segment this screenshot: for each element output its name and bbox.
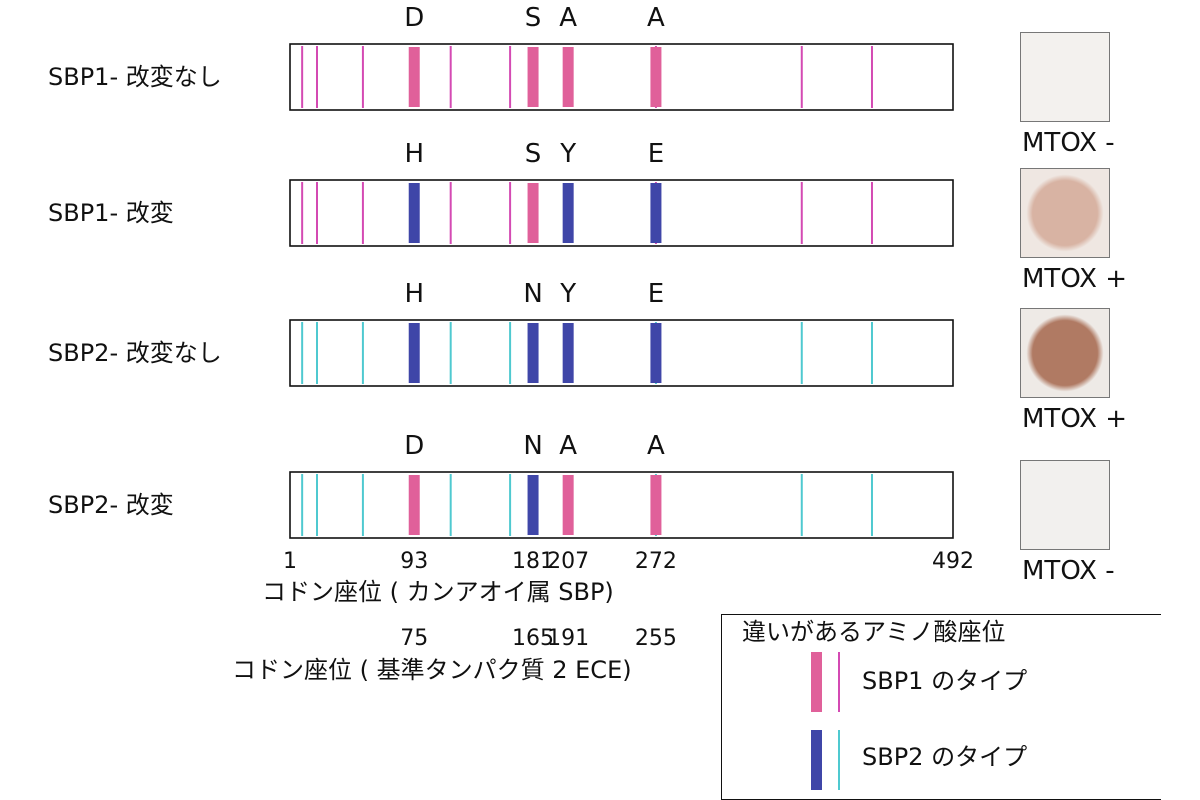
key-site-1-2 <box>527 47 539 107</box>
assay-image-3 <box>1020 308 1110 398</box>
legend-title: 違いがあるアミノ酸座位 <box>742 618 1006 646</box>
residue-letter-4-4: A <box>647 431 665 461</box>
axis-tick-ece-4: 255 <box>634 626 677 651</box>
axis-tick-cyan-6: 492 <box>932 549 974 574</box>
axis-tick-cyan-4: 207 <box>547 549 590 574</box>
key-site-3-2 <box>527 323 539 383</box>
axis-tick-ece-3: 191 <box>547 626 590 651</box>
axis-tick-ece-1: 75 <box>400 626 429 651</box>
sequence-bar-3 <box>289 319 954 387</box>
mtox-result-4: MTOX - <box>1022 556 1115 586</box>
sequence-bar-1 <box>289 43 954 111</box>
row-label-1: SBP1- 改変なし <box>48 63 222 91</box>
residue-letter-1-1: D <box>404 3 425 33</box>
key-site-2-2 <box>527 183 539 243</box>
assay-image-4 <box>1020 460 1110 550</box>
axis-tick-cyan-5: 272 <box>634 549 677 574</box>
key-site-1-1 <box>408 47 420 107</box>
key-site-3-4 <box>650 323 662 383</box>
legend-sbp1-thick-swatch <box>811 652 822 712</box>
key-site-4-3 <box>562 475 574 535</box>
residue-letter-4-3: A <box>559 431 578 461</box>
axis-tick-cyan-2: 93 <box>400 549 429 574</box>
residue-letter-3-2: N <box>523 279 543 309</box>
sequence-bar-4 <box>289 471 954 539</box>
legend-sbp2-label: SBP2 のタイプ <box>862 743 1028 771</box>
mtox-result-2: MTOX + <box>1022 264 1127 294</box>
key-site-4-1 <box>408 475 420 535</box>
legend-sbp2-thick-swatch <box>811 730 822 790</box>
legend-sbp1-thin-swatch <box>838 652 840 712</box>
assay-image-2 <box>1020 168 1110 258</box>
key-site-4-4 <box>650 475 662 535</box>
axis-tick-ece-2: 165 <box>512 626 555 651</box>
residue-letter-3-1: H <box>404 279 424 309</box>
key-site-1-3 <box>562 47 574 107</box>
residue-letter-1-4: A <box>647 3 665 33</box>
legend-sbp2-thin-swatch <box>838 730 840 790</box>
key-site-3-1 <box>408 323 420 383</box>
axis-title-ece: コドン座位 ( 基準タンパク質 2 ECE) <box>232 656 632 684</box>
residue-letter-3-3: Y <box>560 279 577 309</box>
assay-image-1 <box>1020 32 1110 122</box>
key-site-2-1 <box>408 183 420 243</box>
row-label-4: SBP2- 改変 <box>48 491 174 519</box>
residue-letter-2-2: S <box>524 139 542 169</box>
row-label-3: SBP2- 改変なし <box>48 339 222 367</box>
key-site-2-4 <box>650 183 662 243</box>
mtox-result-1: MTOX - <box>1022 128 1115 158</box>
residue-letter-1-3: A <box>559 3 578 33</box>
mtox-result-3: MTOX + <box>1022 404 1127 434</box>
legend-sbp1-label: SBP1 のタイプ <box>862 667 1028 695</box>
key-site-4-2 <box>527 475 539 535</box>
residue-letter-1-2: S <box>524 3 542 33</box>
residue-letter-4-2: N <box>523 431 543 461</box>
axis-tick-cyan-1: 1 <box>283 549 297 574</box>
residue-letter-3-4: E <box>647 279 665 309</box>
residue-letter-2-1: H <box>404 139 424 169</box>
key-site-3-3 <box>562 323 574 383</box>
residue-letter-2-4: E <box>647 139 665 169</box>
axis-title-cyan: コドン座位 ( カンアオイ属 SBP) <box>262 578 614 606</box>
axis-tick-cyan-3: 181 <box>512 549 555 574</box>
row-label-2: SBP1- 改変 <box>48 199 174 227</box>
residue-letter-2-3: Y <box>560 139 577 169</box>
residue-letter-4-1: D <box>404 431 425 461</box>
key-site-1-4 <box>650 47 662 107</box>
sequence-bar-2 <box>289 179 954 247</box>
key-site-2-3 <box>562 183 574 243</box>
